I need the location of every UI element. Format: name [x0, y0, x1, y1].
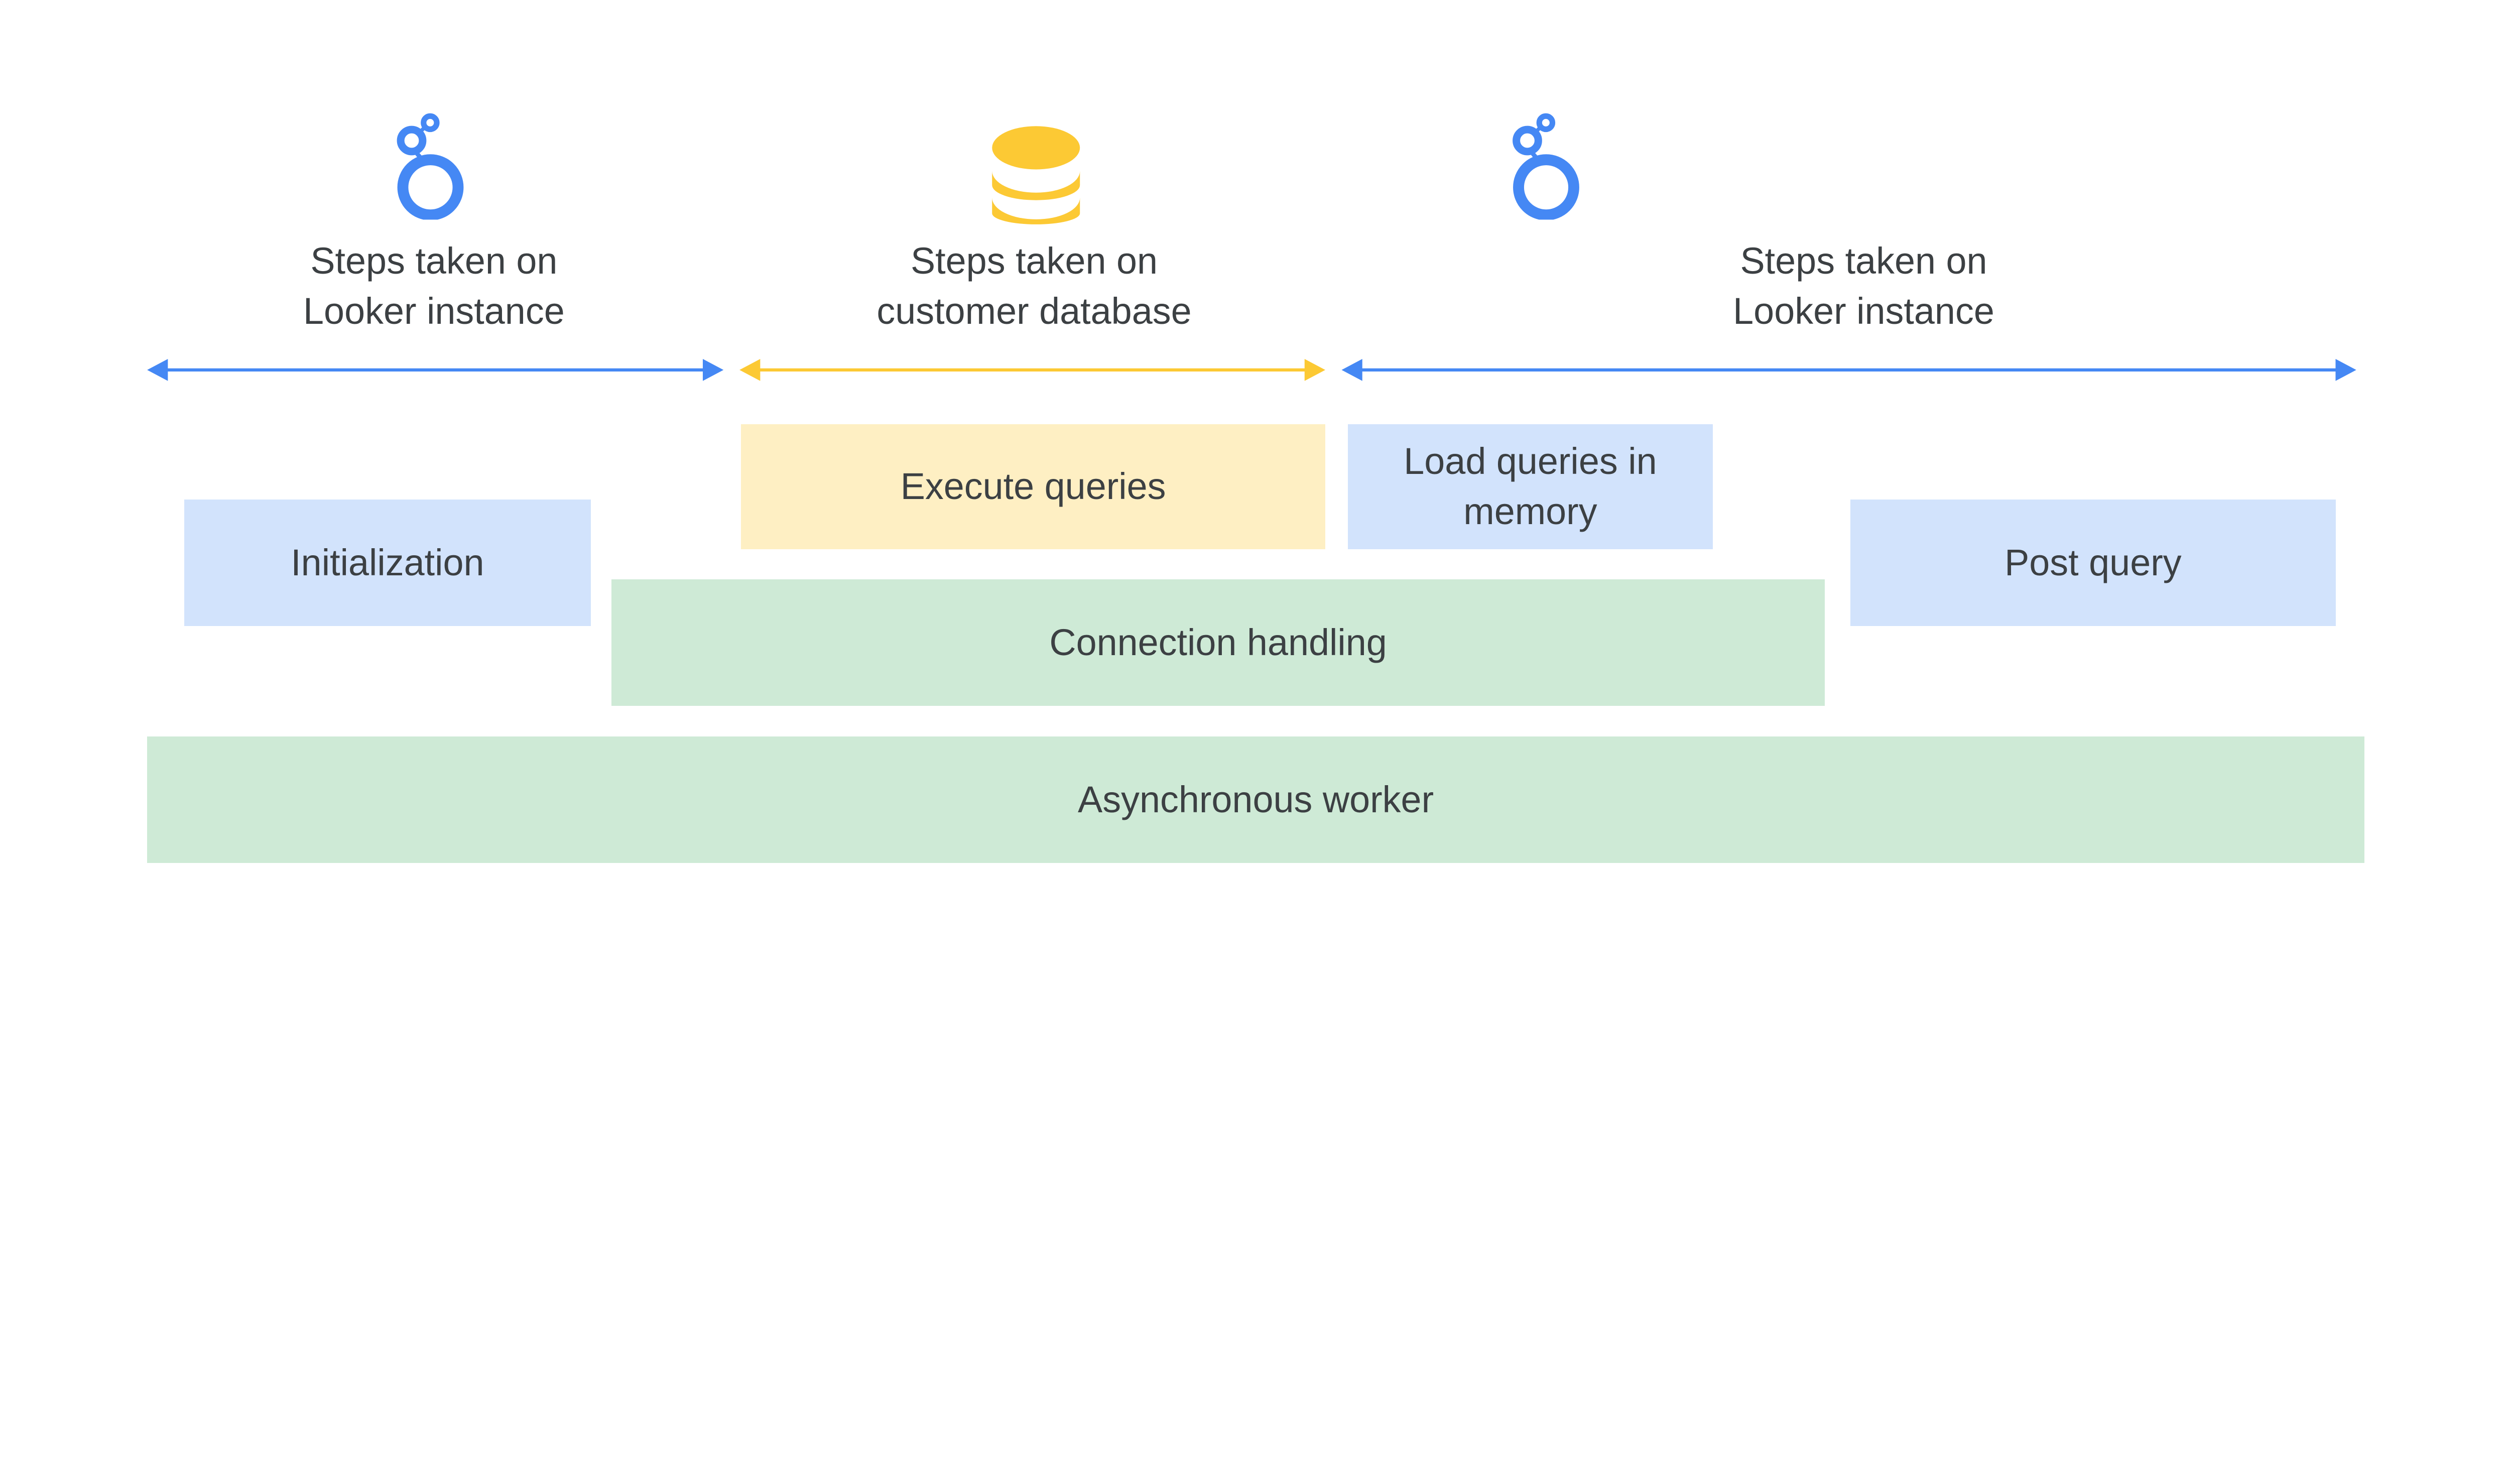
post-query-box: Post query: [1850, 500, 2336, 626]
arrow-looker-right: [1341, 359, 2356, 381]
load-queries-box: Load queries in memory: [1348, 424, 1713, 549]
header-line2: Looker instance: [1733, 290, 1994, 332]
box-label: Asynchronous worker: [1078, 778, 1434, 820]
header-database: Steps taken on customer database: [815, 236, 1254, 336]
header-line1: Steps taken on: [1740, 240, 1987, 282]
diagram-stage: Steps taken on Looker instance Steps tak…: [147, 0, 2364, 863]
arrow-looker-left: [147, 359, 724, 381]
box-label: Initialization: [291, 541, 484, 583]
header-looker-left: Steps taken on Looker instance: [214, 236, 654, 336]
box-label: Connection handling: [1049, 622, 1387, 664]
asynchronous-worker-box: Asynchronous worker: [147, 736, 2364, 863]
header-line2: Looker instance: [303, 290, 565, 332]
looker-logo-icon-right: [1517, 116, 1574, 215]
box-label: Execute queries: [900, 465, 1166, 508]
looker-logo-icon-left: [401, 116, 458, 215]
header-line1: Steps taken on: [310, 240, 558, 282]
initialization-box: Initialization: [184, 500, 591, 626]
header-line2: customer database: [876, 290, 1192, 332]
connection-handling-box: Connection handling: [611, 579, 1825, 706]
execute-queries-box: Execute queries: [741, 424, 1325, 549]
diagram-graphics: [147, 0, 2356, 381]
arrow-database: [739, 359, 1325, 381]
box-label: Post query: [2004, 541, 2182, 583]
header-line1: Steps taken on: [910, 240, 1158, 282]
database-icon: [992, 126, 1080, 224]
box-label: Load queries in memory: [1404, 440, 1657, 533]
header-looker-right: Steps taken on Looker instance: [1644, 236, 2083, 336]
